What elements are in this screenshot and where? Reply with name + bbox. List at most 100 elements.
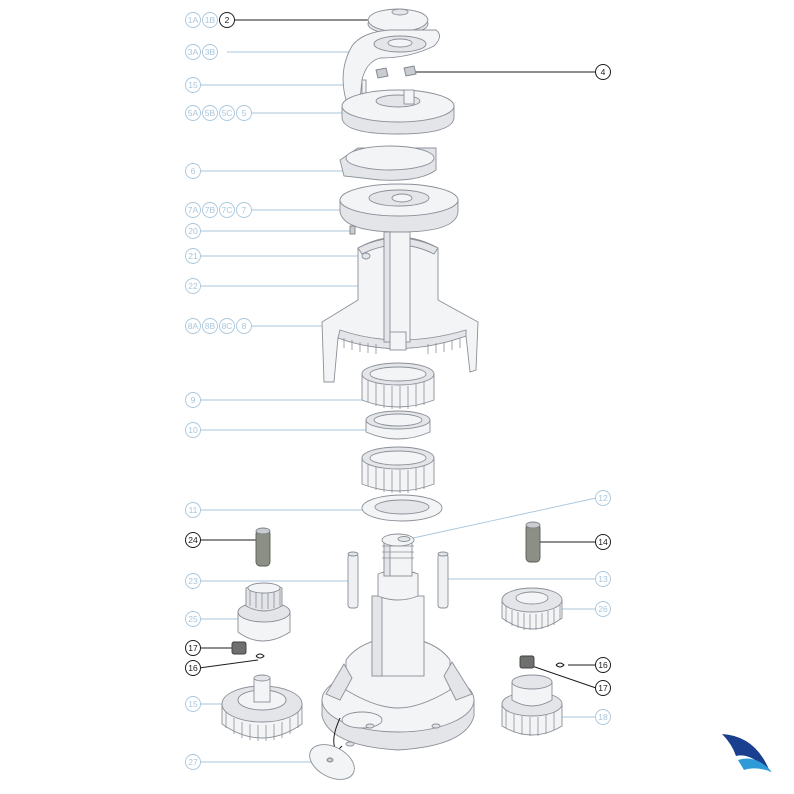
callout-label: 4 [601, 67, 606, 77]
lower-roller-bearing-part [361, 446, 435, 493]
callout-5B: 5B [202, 105, 218, 121]
callout-label: 3B [205, 47, 216, 57]
stripper-arm-part [342, 29, 440, 101]
key-right-part [519, 655, 535, 669]
washer-part [361, 494, 443, 522]
long-pin-left-part [347, 551, 359, 609]
callout-label: 21 [188, 251, 198, 261]
dark-pin-left-part [255, 527, 271, 567]
callout-5C: 5C [219, 105, 235, 121]
callout-15: 15 [185, 77, 201, 93]
callout-8B: 8B [202, 318, 218, 334]
callout-15: 15 [185, 696, 201, 712]
winch-base-part [321, 533, 475, 753]
callout-label: 25 [188, 614, 198, 624]
sail-logo-icon [722, 734, 772, 772]
callout-layer: 1A 1B 2 3A 3B 4 15 5A 5B 5C 5 6 7A 7B 7C 7 20 21 22 8A 8B 8C 8… [185, 12, 611, 770]
callout-label: 7 [242, 205, 247, 215]
callout-12: 12 [595, 490, 611, 506]
callout-label: 8 [242, 321, 247, 331]
callout-16: 16 [185, 660, 201, 676]
callout-label: 8A [188, 321, 199, 331]
callout-4: 4 [595, 64, 611, 80]
callout-label: 18 [598, 712, 608, 722]
callout-label: 15 [188, 80, 198, 90]
callout-7B: 7B [202, 202, 218, 218]
callout-8C: 8C [219, 318, 235, 334]
callout-label: 17 [598, 683, 608, 693]
callout-label: 1A [188, 15, 199, 25]
callout-24: 24 [185, 532, 201, 548]
cam-gear-right-part [501, 674, 563, 736]
callout-label: 16 [598, 660, 608, 670]
callout-label: 22 [188, 281, 198, 291]
upper-roller-bearing-part [361, 362, 435, 409]
callout-16: 16 [595, 657, 611, 673]
spring-left-part [255, 653, 265, 659]
callout-18: 18 [595, 709, 611, 725]
drum-top-part [341, 89, 455, 135]
callout-9: 9 [185, 392, 201, 408]
callout-25: 25 [185, 611, 201, 627]
callout-label: 8C [222, 321, 233, 331]
callout-label: 11 [189, 505, 198, 515]
callout-5A: 5A [185, 105, 201, 121]
callout-label: 15 [188, 699, 198, 709]
callout-label: 5C [222, 108, 233, 118]
long-pin-right-part [437, 551, 449, 609]
callout-label: 5 [242, 108, 247, 118]
pawl-parts [375, 65, 417, 79]
dark-pin-right-part [525, 521, 541, 563]
callout-label: 2 [225, 15, 230, 25]
large-gear-left-part [221, 674, 303, 741]
callout-7C: 7C [219, 202, 235, 218]
callout-3A: 3A [185, 44, 201, 60]
callout-27: 27 [185, 754, 201, 770]
callout-label: 27 [188, 757, 198, 767]
callout-17: 17 [595, 680, 611, 696]
callout-label: 17 [188, 643, 198, 653]
callout-label: 9 [191, 395, 196, 405]
callout-8A: 8A [185, 318, 201, 334]
callout-label: 7C [222, 205, 233, 215]
callout-label: 8B [205, 321, 216, 331]
callout-11: 11 [185, 502, 201, 518]
callout-1B: 1B [202, 12, 218, 28]
callout-3B: 3B [202, 44, 218, 60]
small-key-part [349, 225, 356, 235]
callout-17: 17 [185, 640, 201, 656]
callout-7A: 7A [185, 202, 201, 218]
callout-label: 23 [188, 576, 198, 586]
small-pin-part [361, 79, 367, 95]
spring-right-part [555, 662, 565, 668]
callout-label: 7B [205, 205, 216, 215]
bearing-ring-part [339, 145, 437, 181]
callout-10: 10 [185, 422, 201, 438]
callout-label: 1B [205, 15, 216, 25]
gear-plate-part [339, 183, 459, 233]
bearing-race-part [365, 410, 431, 440]
callout-21: 21 [185, 248, 201, 264]
callout-5: 5 [236, 105, 252, 121]
callout-1A: 1A [185, 12, 201, 28]
cam-gear-part [237, 582, 291, 642]
leader-lines [198, 19, 597, 763]
callout-label: 26 [598, 604, 608, 614]
callout-label: 3A [188, 47, 199, 57]
spur-gear-right-part [501, 587, 563, 630]
callout-20: 20 [185, 223, 201, 239]
key-left-part [231, 641, 247, 655]
callout-label: 10 [188, 425, 198, 435]
top-cap-part [367, 8, 429, 35]
callout-13: 13 [595, 571, 611, 587]
callout-2: 2 [219, 12, 235, 28]
callout-8: 8 [236, 318, 252, 334]
callout-label: 5B [205, 108, 216, 118]
callout-label: 16 [188, 663, 198, 673]
drum-body-part [321, 231, 479, 383]
callout-26: 26 [595, 601, 611, 617]
callout-label: 6 [191, 166, 196, 176]
callout-label: 5A [188, 108, 199, 118]
callout-label: 12 [598, 493, 608, 503]
